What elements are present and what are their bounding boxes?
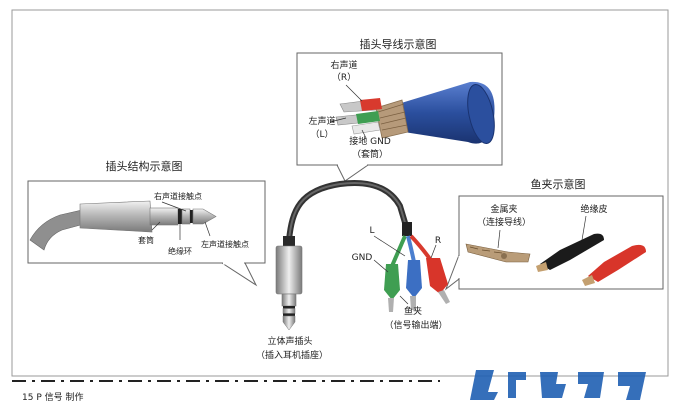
label-right-contact: 右声道接触点 (154, 191, 202, 201)
label-left-code: （L） (310, 129, 333, 140)
leader-clip (399, 295, 409, 305)
plug-title: 插头结构示意图 (106, 159, 183, 173)
plug-tip (192, 208, 217, 225)
cable-inset: 插头导线示意图 右声道 （R） 左声道 （L） 接地 GND （套筒） (296, 37, 503, 166)
main-plug-tip (282, 315, 296, 331)
green-clip (384, 264, 400, 300)
plug-inset: 插头结构示意图 右声道接触点 套筒 绝缘环 左声道接触点 (27, 159, 266, 264)
plug-callout-pointer (220, 262, 258, 287)
cable-title: 插头导线示意图 (360, 37, 437, 51)
leader-left-contact (204, 221, 211, 237)
plug-handle (79, 200, 153, 233)
braided-shield (375, 99, 409, 139)
label-right-code: （R） (332, 72, 356, 83)
right-wire-red (360, 98, 382, 111)
ground-conductor (351, 121, 381, 135)
watermark-glyph-3 (540, 372, 566, 398)
main-plug-sleeve (281, 293, 297, 307)
label-clip: 鱼夹 (404, 305, 422, 317)
leader-right-contact (161, 201, 187, 212)
label-L: L (369, 226, 374, 236)
clip-inset-box (458, 195, 664, 290)
leader-left (329, 117, 347, 123)
cable-splitter (402, 222, 412, 236)
main-plug-ring (282, 308, 296, 314)
braid-lines (377, 103, 408, 131)
leader-sleeve (151, 221, 161, 231)
clip-inset: 鱼夹示意图 金属夹 （连接导线） 绝缘皮 (458, 177, 664, 290)
bare-metal-clip (465, 243, 531, 263)
label-metal-clip: 金属夹 (490, 203, 517, 215)
plug-ring (181, 208, 191, 225)
label-ground: 接地 GND (349, 135, 391, 147)
main-assembly: L R GND 鱼夹 （信号输出端） 立体声插头 （插入耳机插座） (256, 180, 450, 361)
main-red-clip (426, 258, 448, 294)
label-ground-sleeve: （套筒） (352, 148, 388, 160)
figure-caption: 15 P 信号 制作 (22, 391, 83, 403)
label-clip-sub: （信号输出端） (384, 319, 447, 331)
label-ring: 绝缘环 (168, 246, 192, 256)
main-plug-handle (275, 245, 303, 295)
label-sleeve: 套筒 (138, 235, 154, 245)
leader-right (345, 84, 363, 102)
plug-sleeve (149, 207, 179, 226)
caption-strip: 15 P 信号 制作 (0, 380, 470, 411)
blue-clip (406, 260, 422, 298)
watermark-glyph-4 (578, 372, 604, 398)
plug-insulator-1 (178, 209, 182, 224)
label-metal-sub: （连接导线） (477, 216, 531, 228)
black-clip (540, 233, 604, 270)
plug-insulator-2 (190, 210, 193, 223)
label-GND: GND (352, 253, 373, 263)
leader-metal (497, 229, 501, 249)
label-left-channel: 左声道 (308, 115, 335, 127)
outer-frame (11, 9, 669, 377)
watermark-logo (470, 370, 646, 400)
leader-insulation (581, 215, 587, 241)
label-R: R (435, 236, 441, 246)
label-insulation: 绝缘皮 (580, 203, 607, 215)
plug-strain-relief (283, 236, 295, 246)
watermark-glyph-2 (508, 372, 526, 398)
leader-ground (361, 129, 367, 139)
wire-green (390, 235, 407, 267)
label-right-channel: 右声道 (330, 59, 357, 71)
watermark-glyph-5 (618, 372, 646, 400)
clip-title: 鱼夹示意图 (531, 177, 586, 191)
leader-GND (373, 259, 389, 273)
label-stereo-plug: 立体声插头 (267, 335, 312, 347)
cable-end (467, 84, 495, 144)
watermark-glyph-1 (470, 370, 498, 400)
leader-R (430, 244, 437, 259)
cable-callout-pointer (336, 164, 370, 182)
label-left-contact: 左声道接触点 (201, 239, 249, 249)
red-clip (588, 244, 646, 282)
leader-L (373, 235, 406, 257)
left-wire-green (356, 111, 380, 124)
label-stereo-plug-sub: （插入耳机插座） (256, 349, 328, 361)
